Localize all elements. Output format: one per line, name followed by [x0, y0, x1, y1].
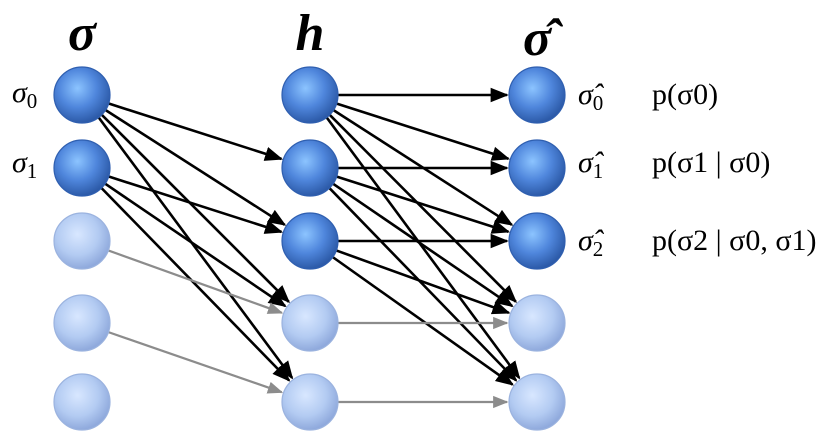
edge-active-19	[334, 248, 511, 315]
hidden-node-0-active	[281, 66, 339, 124]
edge-active-17	[327, 185, 518, 382]
edge-active-12	[327, 112, 518, 303]
edge-active-0	[106, 101, 284, 161]
hidden-layer-title: h	[296, 5, 325, 62]
edge-active-20	[330, 254, 514, 386]
output-label-sigma-hat-1: σ̂1	[578, 146, 605, 183]
hidden-node-4-inactive	[281, 373, 339, 431]
output-node-3-inactive	[508, 294, 566, 352]
input-label-sigma-1: σ1	[12, 146, 37, 183]
probability-label-2: p(σ2 | σ0, σ1)	[652, 224, 817, 257]
output-node-2-active	[508, 212, 566, 270]
edge-inactive-7	[106, 248, 284, 314]
probability-label-1: p(σ1 | σ0)	[652, 146, 770, 179]
input-node-1-active	[53, 139, 111, 197]
nodes	[53, 66, 566, 431]
input-node-3-inactive	[53, 294, 111, 352]
input-layer-title: σ	[68, 5, 98, 62]
edges	[96, 87, 521, 409]
input-node-2-inactive	[53, 212, 111, 270]
output-node-1-active	[508, 139, 566, 197]
edge-active-16	[330, 181, 514, 308]
output-label-sigma-hat-2: σ̂2	[578, 224, 605, 261]
edge-active-4	[106, 174, 284, 234]
input-node-4-inactive	[53, 373, 111, 431]
input-label-sigma-0: σ0	[12, 76, 37, 113]
edge-active-3	[96, 115, 294, 380]
output-layer-title: σ̂	[523, 10, 563, 67]
edge-inactive-8	[106, 330, 284, 394]
probability-label-0: p(σ0)	[652, 78, 718, 111]
hidden-node-3-inactive	[281, 294, 339, 352]
output-node-4-inactive	[508, 373, 566, 431]
edge-active-6	[99, 185, 291, 382]
hidden-node-2-active	[281, 212, 339, 270]
edge-active-10	[334, 101, 511, 161]
output-node-0-active	[508, 66, 566, 124]
edge-active-2	[99, 112, 291, 304]
edge-active-13	[324, 115, 521, 380]
input-node-0-active	[53, 66, 111, 124]
output-label-sigma-hat-0: σ̂0	[578, 78, 605, 115]
edge-active-5	[102, 181, 287, 308]
edge-active-15	[334, 174, 511, 234]
hidden-node-1-active	[281, 139, 339, 197]
edge-active-1	[103, 107, 287, 226]
